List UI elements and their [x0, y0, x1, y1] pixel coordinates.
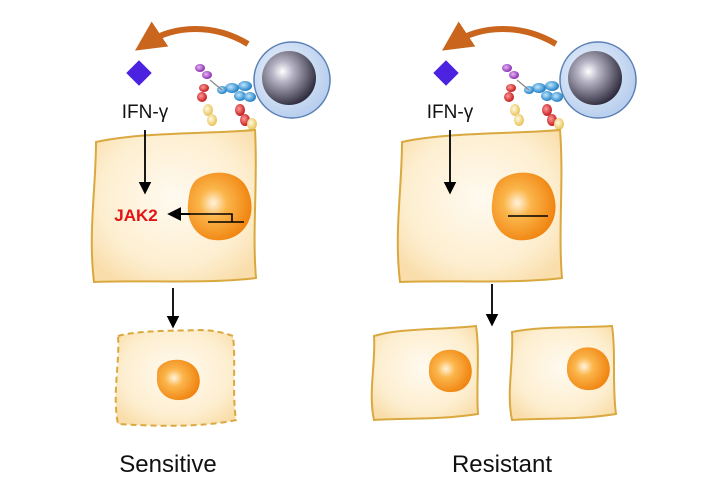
left-panel-sensitive: IFN-γ — [90, 21, 331, 478]
t-cell-receptor — [524, 81, 563, 102]
ifn-gamma-label: IFN-γ — [427, 102, 474, 123]
daughter-cell-left — [370, 324, 480, 422]
dying-cell-nucleus — [156, 359, 200, 401]
ifn-gamma-label: IFN-γ — [122, 102, 169, 123]
jak2-label: JAK2 — [114, 206, 157, 225]
t-cell — [253, 41, 331, 119]
t-cell — [559, 41, 637, 119]
jak2-gene-marker — [180, 213, 244, 223]
ifn-gamma-diamond — [126, 60, 152, 86]
daughter-cell-right-nucleus — [566, 347, 610, 391]
tumor-cell — [396, 128, 564, 284]
mhc-molecule — [195, 64, 257, 139]
daughter-cell-left-nucleus — [428, 349, 472, 393]
nucleus — [491, 172, 556, 241]
sensitive-caption: Sensitive — [119, 451, 216, 478]
curved-arrow — [442, 21, 558, 51]
resistant-caption: Resistant — [452, 451, 552, 478]
nucleus — [187, 172, 252, 241]
right-panel-resistant: IFN-γ — [370, 21, 637, 478]
ifn-gamma-diamond — [433, 60, 459, 86]
tumor-cell — [90, 128, 258, 284]
t-cell-receptor — [217, 81, 256, 102]
curved-arrow — [135, 21, 250, 51]
